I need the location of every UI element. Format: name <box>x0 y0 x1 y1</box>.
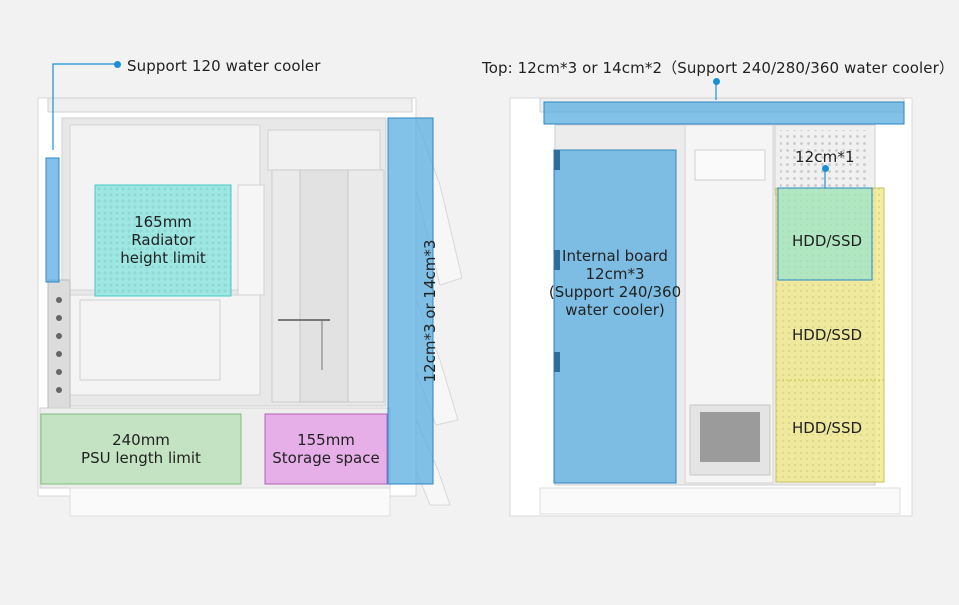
left-top-callout: Support 120 water cooler <box>127 57 321 75</box>
drive-bay-1-label: HDD/SSD <box>791 232 863 250</box>
storage-line1: 155mm <box>297 431 355 449</box>
front-fans-label: 12cm*3 or 14cm*3 <box>421 239 439 383</box>
left-case <box>37 63 463 517</box>
right-top-callout: Top: 12cm*3 or 14cm*2（Support 240/280/36… <box>482 59 954 77</box>
drive-bay-3-label: HDD/SSD <box>791 419 863 437</box>
internal-line4: water cooler) <box>565 301 665 319</box>
right-case <box>509 80 913 517</box>
storage-line2: Storage space <box>272 449 380 467</box>
radiator-line2: Radiator <box>131 231 195 249</box>
drive-bay-2-label: HDD/SSD <box>791 326 863 344</box>
connector-dot-icon <box>822 165 829 172</box>
connector-dot-icon <box>114 61 121 68</box>
radiator-line1: 165mm <box>134 213 192 231</box>
psu-length-label: 240mm PSU length limit <box>41 414 241 484</box>
internal-line2: 12cm*3 <box>585 265 645 283</box>
radiator-line3: height limit <box>120 249 206 267</box>
connector-dot-icon <box>713 78 720 85</box>
psu-line2: PSU length limit <box>81 449 201 467</box>
internal-line1: Internal board <box>562 247 668 265</box>
rear-fan-label: 12cm*1 <box>795 148 855 166</box>
internal-board-label: Internal board 12cm*3 (Support 240/360 w… <box>548 246 682 320</box>
psu-line1: 240mm <box>112 431 170 449</box>
internal-line3: (Support 240/360 <box>548 283 682 301</box>
storage-space-label: 155mm Storage space <box>265 414 387 484</box>
radiator-height-label: 165mm Radiator height limit <box>95 210 231 270</box>
